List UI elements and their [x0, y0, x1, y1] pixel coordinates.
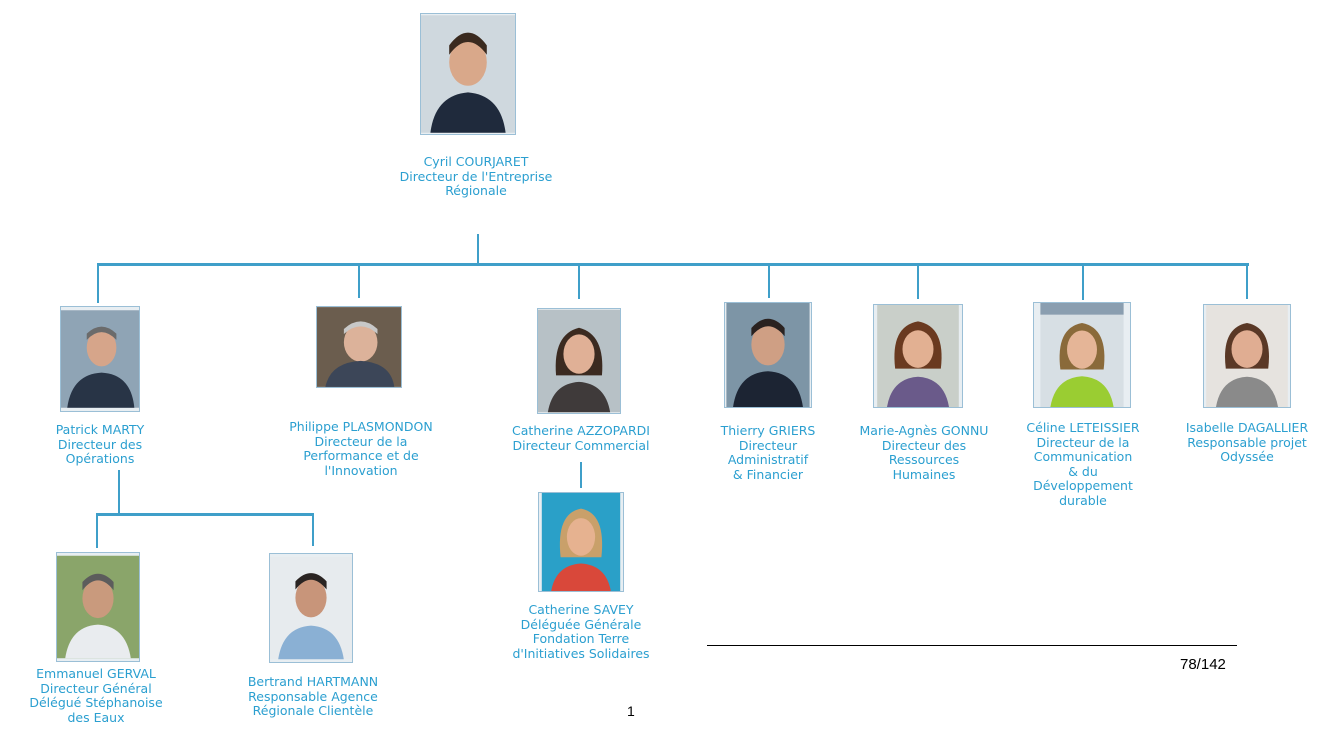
connector-drop-dagallier: [1246, 263, 1248, 299]
connector-marty-down: [118, 470, 120, 515]
person-portrait-icon: [1040, 303, 1124, 407]
page-number: 78/142: [1180, 656, 1226, 673]
connector-azzopardi-down: [580, 462, 582, 488]
person-portrait-icon: [61, 310, 139, 408]
person-portrait-icon: [270, 556, 352, 660]
person-role: Directeur de l'Entreprise Régionale: [399, 168, 553, 198]
person-plasmondon: Philippe PLASMONDON Directeur de la Perf…: [264, 419, 458, 478]
person-portrait-icon: [726, 303, 810, 407]
person-leteissier: Céline LETEISSIER Directeur de la Commun…: [1008, 420, 1158, 508]
person-role: Directeur Administratif & Financier: [727, 437, 809, 482]
person-portrait-icon: [541, 493, 621, 591]
person-portrait-icon: [1206, 305, 1288, 407]
person-role: Directeur Général Délégué Stéphanoise de…: [29, 680, 163, 725]
person-portrait-icon: [317, 307, 401, 387]
photo-griers: [724, 302, 812, 408]
person-name: Thierry GRIERS: [720, 423, 816, 438]
person-hartmann: Bertrand HARTMANN Responsable Agence Rég…: [220, 674, 406, 719]
person-name: Céline LETEISSIER: [1026, 420, 1140, 435]
person-name: Catherine AZZOPARDI: [512, 423, 650, 438]
person-marty: Patrick MARTY Directeur des Opérations: [10, 422, 190, 467]
connector-operations-bar: [96, 513, 314, 516]
photo-gerval: [56, 552, 140, 662]
person-role: Responsable Agence Régionale Clientèle: [248, 688, 378, 718]
person-portrait-icon: [421, 15, 515, 133]
person-role: Directeur des Ressources Humaines: [881, 437, 967, 482]
footer-page-index: 1: [627, 703, 635, 719]
photo-hartmann: [269, 553, 353, 663]
connector-ceo-down: [477, 234, 479, 264]
photo-leteissier: [1033, 302, 1131, 408]
person-gerval: Emmanuel GERVAL Directeur Général Délégu…: [4, 666, 188, 725]
person-portrait-icon: [877, 305, 959, 407]
photo-gonnu: [873, 304, 963, 408]
person-griers: Thierry GRIERS Directeur Administratif &…: [708, 423, 828, 482]
photo-plasmondon: [316, 306, 402, 388]
person-role: Directeur des Opérations: [57, 436, 143, 466]
person-dagallier: Isabelle DAGALLIER Responsable projet Od…: [1166, 420, 1328, 465]
photo-azzopardi: [537, 308, 621, 414]
photo-courjaret: [420, 13, 516, 135]
connector-drop-gerval: [96, 513, 98, 548]
connector-drop-plasmondon: [358, 263, 360, 298]
connector-directors-bar: [97, 263, 1249, 266]
footer-rule: [707, 645, 1237, 646]
person-name: Patrick MARTY: [55, 422, 145, 437]
person-name: Emmanuel GERVAL: [36, 666, 156, 681]
photo-savey: [538, 492, 624, 592]
connector-drop-leteissier: [1082, 263, 1084, 300]
person-role: Directeur de la Performance et de l'Inno…: [303, 433, 419, 478]
person-name: Catherine SAVEY: [528, 602, 634, 617]
person-name: Marie-Agnès GONNU: [859, 423, 989, 438]
connector-drop-azzopardi: [578, 263, 580, 299]
person-gonnu: Marie-Agnès GONNU Directeur des Ressourc…: [842, 423, 1006, 482]
person-portrait-icon: [538, 309, 620, 413]
person-savey: Catherine SAVEY Déléguée Générale Fondat…: [478, 602, 684, 661]
connector-drop-marty: [97, 263, 99, 303]
person-name: Bertrand HARTMANN: [247, 674, 379, 689]
person-courjaret: Cyril COURJARET Directeur de l'Entrepris…: [386, 154, 566, 199]
person-name: Philippe PLASMONDON: [289, 419, 433, 434]
person-role: Responsable projet Odyssée: [1187, 434, 1307, 464]
photo-dagallier: [1203, 304, 1291, 408]
connector-drop-hartmann: [312, 513, 314, 546]
connector-drop-gonnu: [917, 263, 919, 299]
person-name: Isabelle DAGALLIER: [1185, 420, 1309, 435]
person-role: Déléguée Générale Fondation Terre d'Init…: [512, 616, 650, 661]
person-portrait-icon: [57, 555, 139, 659]
person-name: Cyril COURJARET: [423, 154, 529, 169]
photo-marty: [60, 306, 140, 412]
connector-drop-griers: [768, 263, 770, 298]
person-role: Directeur Commercial: [512, 437, 650, 453]
person-azzopardi: Catherine AZZOPARDI Directeur Commercial: [486, 423, 676, 453]
person-role: Directeur de la Communication & du Dével…: [1033, 434, 1133, 508]
